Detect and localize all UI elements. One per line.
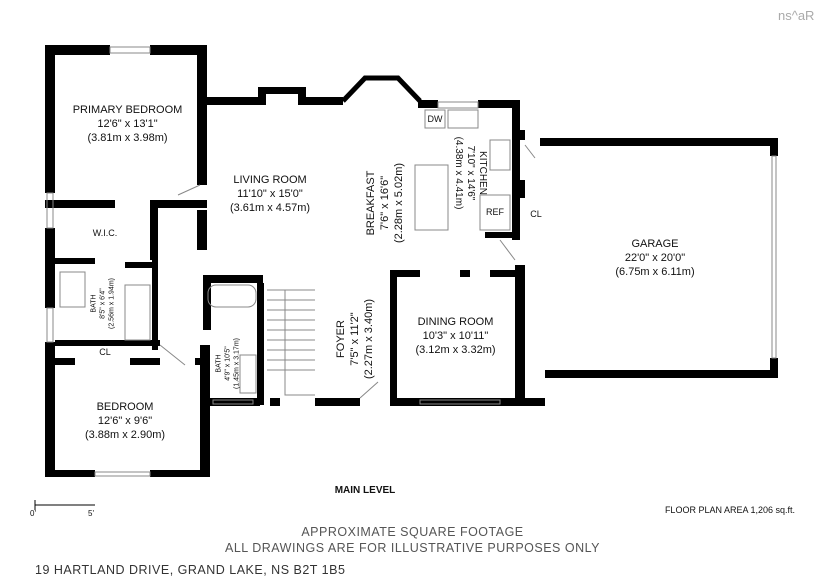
- room-dims-metric: (3.81m x 3.98m): [87, 132, 168, 144]
- room-dims: 7'6" x 16'6": [379, 175, 391, 231]
- room-name: LIVING ROOM: [233, 174, 307, 186]
- footer-address: 19 HARTLAND DRIVE, GRAND LAKE, NS B2T 1B…: [35, 563, 346, 577]
- room-name: PRIMARY BEDROOM: [72, 104, 183, 116]
- room-dims-metric: (1.45m x 3.17m): [233, 338, 241, 389]
- dishwasher-label: DW: [427, 114, 443, 124]
- room-dims: 4'9" x 10'5": [224, 346, 232, 381]
- room-breakfast: BREAKFAST 7'6" x 16'6" (2.28m x 5.02m): [364, 143, 406, 263]
- room-name: FOYER: [335, 320, 347, 358]
- room-dims-metric: (2.28m x 5.02m): [393, 162, 405, 244]
- room-living-room: LIVING ROOM 11'10" x 15'0" (3.61m x 4.57…: [210, 173, 330, 215]
- room-dims: 8'5" x 6'4": [99, 288, 107, 319]
- refrigerator-label: REF: [486, 207, 504, 217]
- room-dims-metric: (3.12m x 3.32m): [415, 344, 496, 356]
- room-name: BATH: [215, 354, 223, 373]
- room-dims-metric: (2.27m x 3.40m): [363, 298, 375, 380]
- room-dims: 7'5" x 11'2": [349, 312, 361, 366]
- closet-label-garage: CL: [530, 209, 542, 219]
- scale-start: 0': [30, 509, 36, 518]
- room-primary-bedroom: PRIMARY BEDROOM 12'6" x 13'1" (3.81m x 3…: [60, 103, 195, 145]
- footer-line-1: APPROXIMATE SQUARE FOOTAGE: [301, 525, 524, 539]
- room-dims: 22'0" x 20'0": [624, 252, 686, 264]
- room-name: BREAKFAST: [365, 170, 377, 236]
- room-dims: 11'10" x 15'0": [237, 188, 303, 200]
- room-bedroom: BEDROOM 12'6" x 9'6" (3.88m x 2.90m): [65, 400, 185, 442]
- room-foyer: FOYER 7'5" x 11'2" (2.27m x 3.40m): [334, 279, 376, 399]
- room-name: DINING ROOM: [417, 316, 494, 328]
- room-name: BEDROOM: [96, 401, 154, 413]
- footer-line-2: ALL DRAWINGS ARE FOR ILLUSTRATIVE PURPOS…: [225, 541, 600, 555]
- room-dims: 12'6" x 9'6": [97, 415, 153, 427]
- floor-area: FLOOR PLAN AREA 1,206 sq.ft.: [664, 505, 795, 515]
- scale-end: 5': [88, 509, 94, 518]
- closet-label-bedroom: CL: [99, 347, 111, 357]
- room-bath-2: BATH 4'9" x 10'5" (1.45m x 3.17m): [215, 329, 242, 399]
- room-dims-metric: (3.61m x 4.57m): [229, 202, 311, 214]
- room-bath-1: BATH 8'5" x 6'4" (2.56m x 1.94m): [90, 269, 117, 339]
- room-name: BATH: [90, 294, 98, 313]
- room-dining-room: DINING ROOM 10'3" x 10'11" (3.12m x 3.32…: [398, 315, 513, 357]
- room-name: GARAGE: [631, 238, 679, 250]
- room-wic: W.I.C.: [92, 228, 118, 238]
- room-dims: 10'3" x 10'11": [422, 330, 489, 342]
- room-dims: 12'6" x 13'1": [97, 118, 158, 130]
- room-dims: 7'10" x 14'6": [465, 145, 476, 201]
- room-dims-metric: (2.56m x 1.94m): [108, 278, 116, 329]
- room-garage: GARAGE 22'0" x 20'0" (6.75m x 6.11m): [595, 237, 715, 279]
- logo: ns^aR: [778, 8, 815, 23]
- room-dims-metric: (6.75m x 6.11m): [615, 266, 695, 278]
- room-dims-metric: (3.88m x 2.90m): [84, 429, 166, 441]
- room-dims-metric: (4.38m x 4.41m): [453, 136, 464, 210]
- level-title: MAIN LEVEL: [334, 485, 396, 496]
